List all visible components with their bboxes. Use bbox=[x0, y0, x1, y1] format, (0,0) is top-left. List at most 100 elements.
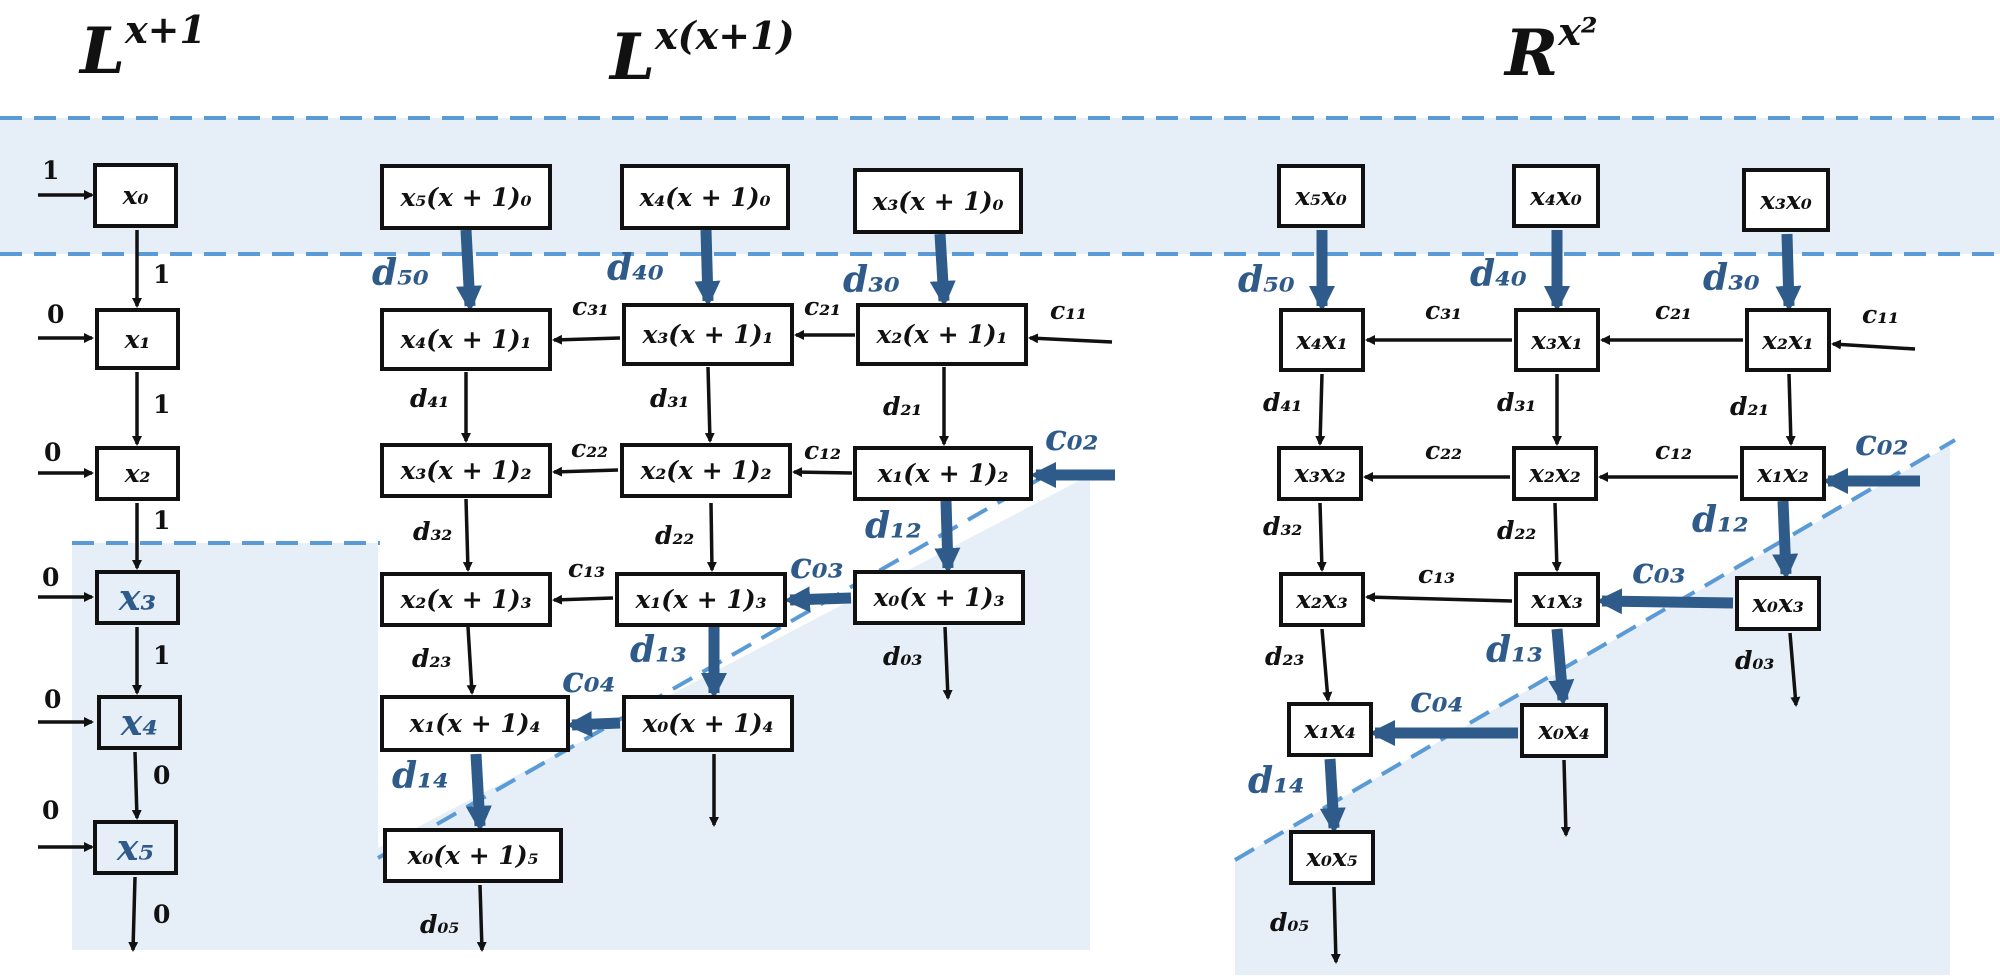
right-arrow-r4c1-out bbox=[1560, 759, 1571, 837]
left-box-x5: x₅ bbox=[93, 820, 178, 875]
right-arrow-d30 bbox=[1775, 233, 1802, 312]
right-box-r1c2: x₂x₁ bbox=[1745, 308, 1831, 372]
mid-label-d22: d₂₂ bbox=[655, 521, 695, 550]
right-box-r0c0: x₅x₀ bbox=[1277, 164, 1365, 228]
right-box-r4c0: x₁x₄ bbox=[1287, 702, 1373, 757]
right-box-r0c1: x₄x₀ bbox=[1512, 164, 1600, 228]
mid-box-r5c0: x₀(x + 1)₅ bbox=[383, 828, 563, 883]
left-output-label-3: 1 bbox=[153, 641, 171, 670]
mid-label-c13: c₁₃ bbox=[568, 554, 606, 583]
right-label-d41: d₄₁ bbox=[1263, 388, 1303, 417]
right-box-r0c2: x₃x₀ bbox=[1742, 168, 1830, 232]
arrows-layer bbox=[38, 190, 1920, 964]
right-box-r2c1: x₂x₂ bbox=[1512, 446, 1598, 501]
mid-arrow-c11 bbox=[1028, 333, 1113, 344]
title-right-base: R bbox=[1505, 16, 1559, 91]
left-arrow-x4-x5 bbox=[131, 751, 142, 820]
left-input-label-0: 1 bbox=[42, 156, 60, 185]
right-arrow-d13 bbox=[1548, 628, 1575, 706]
right-label-c22: c₂₂ bbox=[1425, 436, 1463, 465]
mid-label-d31: d₃₁ bbox=[650, 384, 690, 413]
right-box-r2c2: x₁x₂ bbox=[1740, 446, 1826, 501]
mid-label-d03: d₀₃ bbox=[883, 642, 923, 671]
mid-arrow-d30 bbox=[929, 233, 956, 307]
mid-arrow-d22 bbox=[706, 502, 717, 572]
mid-label-d41: d₄₁ bbox=[410, 384, 450, 413]
mid-box-r2c1: x₂(x + 1)₂ bbox=[620, 443, 792, 498]
right-arrow-d41 bbox=[1315, 373, 1326, 446]
title-left-sup: x+1 bbox=[125, 7, 206, 52]
right-label-d50: d₅₀ bbox=[1238, 259, 1295, 301]
left-input-label-5: 0 bbox=[42, 796, 60, 825]
mid-label-c11: c₁₁ bbox=[1050, 296, 1088, 325]
left-box-x1: x₁ bbox=[95, 308, 180, 370]
right-box-r3c1: x₁x₃ bbox=[1514, 572, 1600, 627]
mid-box-r1c2: x₂(x + 1)₁ bbox=[856, 303, 1028, 366]
right-label-d21: d₂₁ bbox=[1730, 392, 1770, 421]
right-diagonal-dashed-line bbox=[1233, 438, 1957, 862]
title-right: Rx² bbox=[1505, 9, 1598, 91]
left-box-x3: x₃ bbox=[95, 570, 180, 625]
right-box-r4c1: x₀x₄ bbox=[1520, 703, 1608, 758]
right-box-r3c0: x₂x₃ bbox=[1279, 572, 1365, 627]
mid-label-d32: d₃₂ bbox=[413, 517, 453, 546]
right-box-r1c0: x₄x₁ bbox=[1279, 308, 1365, 372]
mid-label-c22: c₂₂ bbox=[571, 434, 609, 463]
mid-arrow-c04 bbox=[566, 711, 621, 738]
right-label-d05: d₀₅ bbox=[1270, 908, 1310, 937]
mid-arrow-d31 bbox=[704, 366, 715, 443]
right-arrow-c13 bbox=[1365, 592, 1513, 603]
right-box-r5c0: x₀x₅ bbox=[1289, 830, 1375, 885]
title-right-sup: x² bbox=[1558, 9, 1598, 54]
right-arrow-d14 bbox=[1319, 758, 1346, 834]
left-output-label-2: 1 bbox=[153, 506, 171, 535]
mid-arrow-d40 bbox=[694, 229, 721, 307]
mid-arrow-c13 bbox=[552, 594, 614, 605]
mid-label-d21: d₂₁ bbox=[883, 392, 923, 421]
mid-arrow-c22 bbox=[552, 466, 619, 477]
left-output-label-0: 1 bbox=[153, 260, 171, 289]
mid-box-r2c0: x₃(x + 1)₂ bbox=[380, 443, 552, 498]
right-label-d31: d₃₁ bbox=[1497, 388, 1537, 417]
right-arrow-c03 bbox=[1596, 588, 1734, 615]
mid-label-d50: d₅₀ bbox=[372, 252, 429, 294]
right-label-d12: d₁₂ bbox=[1692, 499, 1749, 541]
right-label-d03: d₀₃ bbox=[1735, 646, 1775, 675]
mid-box-r1c0: x₄(x + 1)₁ bbox=[380, 308, 552, 371]
mid-label-c03: c₀₃ bbox=[790, 545, 844, 587]
mid-label-d40: d₄₀ bbox=[607, 247, 664, 289]
left-arrow-x5-out bbox=[128, 876, 139, 952]
mid-box-r3c0: x₂(x + 1)₃ bbox=[380, 572, 552, 627]
right-arrow-d05 bbox=[1330, 886, 1341, 964]
mid-label-c02: c₀₂ bbox=[1045, 417, 1099, 459]
right-arrow-d21 bbox=[1785, 373, 1796, 446]
mid-arrow-d14 bbox=[465, 753, 492, 832]
mid-box-r3c1: x₁(x + 1)₃ bbox=[615, 572, 787, 627]
right-label-c02: c₀₂ bbox=[1855, 422, 1909, 464]
right-label-d40: d₄₀ bbox=[1470, 253, 1527, 295]
mid-arrow-d50 bbox=[455, 229, 482, 312]
right-arrow-d22 bbox=[1551, 502, 1562, 572]
mid-label-d13: d₁₃ bbox=[630, 629, 687, 671]
right-arrow-c11 bbox=[1831, 339, 1916, 351]
right-arrow-d12 bbox=[1772, 500, 1799, 580]
mid-label-c04: c₀₄ bbox=[562, 659, 616, 701]
right-label-d32: d₃₂ bbox=[1263, 512, 1303, 541]
mid-box-r2c2: x₁(x + 1)₂ bbox=[853, 446, 1033, 501]
left-input-label-3: 0 bbox=[42, 563, 60, 592]
title-middle: Lx(x+1) bbox=[610, 13, 795, 95]
mid-arrow-c03 bbox=[784, 586, 852, 613]
right-label-d23: d₂₃ bbox=[1265, 642, 1305, 671]
right-label-c31: c₃₁ bbox=[1425, 296, 1463, 325]
left-output-label-1: 1 bbox=[153, 390, 171, 419]
left-input-label-4: 0 bbox=[44, 685, 62, 714]
right-arrow-d23 bbox=[1320, 628, 1333, 702]
right-label-c03: c₀₃ bbox=[1632, 550, 1686, 592]
mid-box-r0c0: x₅(x + 1)₀ bbox=[380, 164, 552, 230]
right-label-c04: c₀₄ bbox=[1410, 679, 1464, 721]
right-label-c11: c₁₁ bbox=[1862, 300, 1900, 329]
mid-label-c12: c₁₂ bbox=[804, 436, 842, 465]
left-output-label-5: 0 bbox=[153, 900, 171, 929]
